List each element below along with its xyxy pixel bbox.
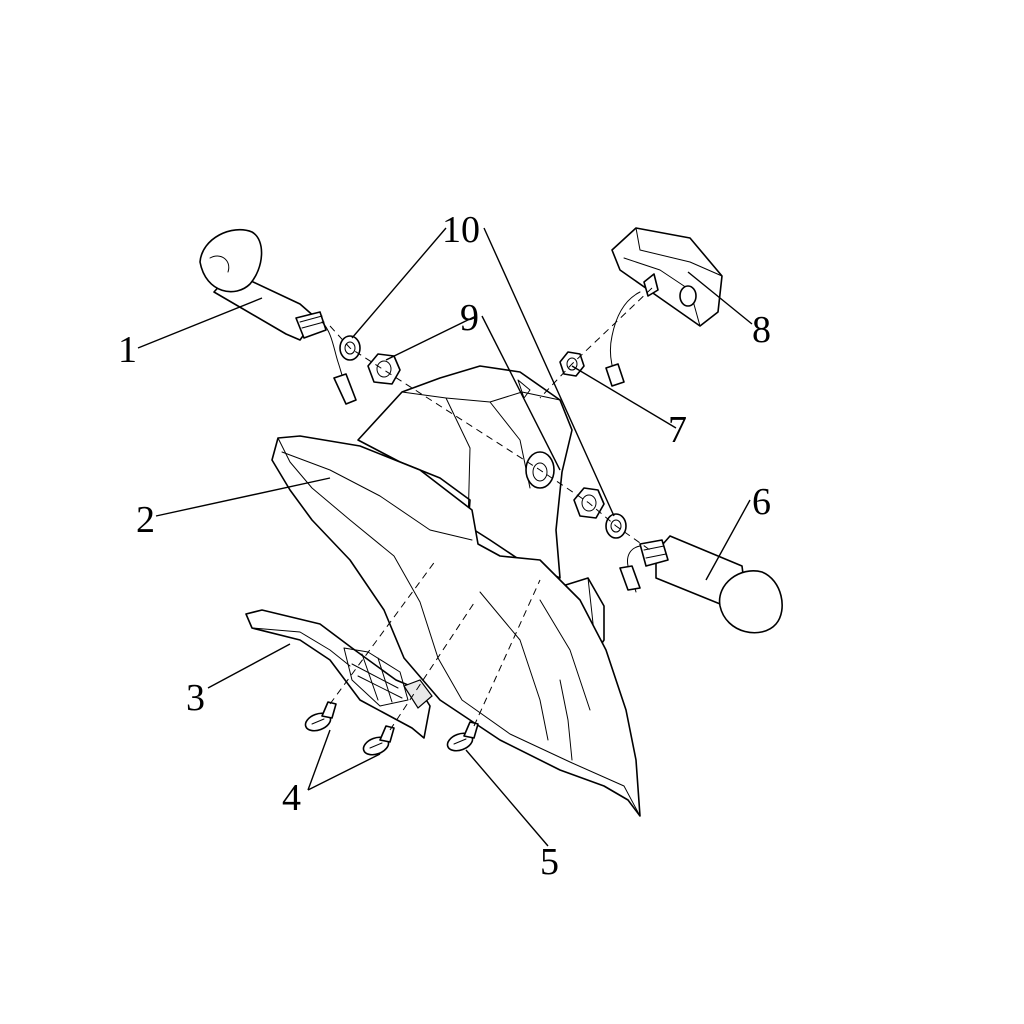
plate-light (605, 227, 723, 387)
callout-7: 7 (668, 409, 687, 451)
callout-8: 8 (752, 309, 771, 351)
leader-lines (137, 227, 753, 847)
callout-3: 3 (186, 677, 205, 719)
turn-signal-right (619, 535, 783, 634)
callout-10: 10 (442, 209, 480, 251)
callout-6: 6 (752, 481, 771, 523)
callout-5: 5 (540, 841, 559, 883)
flange-nut-left (367, 353, 401, 385)
assembly-axes (329, 287, 653, 731)
screws-pair (304, 701, 395, 756)
callout-labels: 1 2 3 4 5 6 7 8 9 10 (118, 209, 771, 883)
rear-fender (271, 365, 641, 817)
callout-9: 9 (460, 297, 479, 339)
callout-4: 4 (282, 777, 301, 819)
callout-2: 2 (136, 499, 155, 541)
screw-left (304, 701, 337, 732)
screw-single (446, 721, 479, 752)
screw-right (362, 725, 395, 756)
turn-signal-left (199, 228, 357, 405)
plate-bracket (245, 609, 433, 739)
callout-1: 1 (118, 329, 137, 371)
